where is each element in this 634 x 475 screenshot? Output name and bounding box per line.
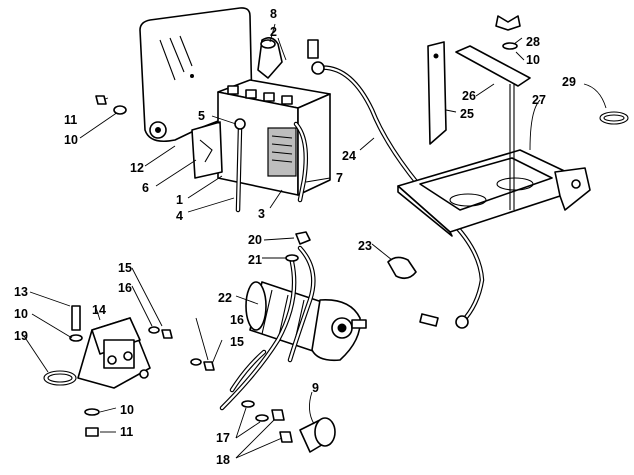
callout-29: 29	[562, 75, 576, 89]
callout-10-tray: 10	[526, 53, 540, 67]
solenoid-nut	[85, 427, 99, 437]
cable-end-terminal	[455, 315, 469, 329]
cable-clip	[387, 256, 417, 280]
callout-23: 23	[358, 239, 372, 253]
washer-mid	[190, 358, 202, 366]
callout-13: 13	[14, 285, 28, 299]
callout-17: 17	[216, 431, 230, 445]
callout-22: 22	[218, 291, 232, 305]
starter-motor	[245, 281, 367, 362]
callout-15-lower: 15	[230, 335, 244, 349]
cable-tie	[599, 111, 629, 125]
callout-11-upper: 11	[64, 113, 77, 127]
washer-10-upper	[113, 105, 127, 115]
callout-20: 20	[248, 233, 262, 247]
callout-2: 2	[270, 25, 277, 39]
terminal-boot	[257, 36, 283, 79]
nut-11-upper	[95, 95, 107, 105]
callout-25: 25	[460, 107, 474, 121]
callout-10-upper: 10	[64, 133, 78, 147]
tray-bracket	[427, 41, 447, 145]
callout-24: 24	[342, 149, 356, 163]
nut-mid	[203, 361, 215, 371]
terminal-bolt-top	[307, 39, 319, 59]
cable-ring-terminal	[311, 61, 325, 75]
hold-down-bar	[455, 45, 531, 87]
callout-18: 18	[216, 453, 230, 467]
callout-21: 21	[248, 253, 262, 267]
callout-9: 9	[312, 381, 319, 395]
callout-26: 26	[462, 89, 476, 103]
callout-10-lower: 10	[120, 403, 134, 417]
battery	[217, 79, 331, 196]
battery-tray	[397, 149, 591, 237]
callout-5: 5	[198, 109, 205, 123]
solenoid-washer-lower	[84, 408, 100, 416]
lock-washer-a	[241, 400, 255, 408]
callout-28: 28	[526, 35, 540, 49]
battery-bracket	[191, 121, 223, 179]
callout-12: 12	[130, 161, 144, 175]
terminal-cap	[299, 417, 336, 453]
terminal-nut-a	[271, 409, 285, 421]
washer-upper	[148, 326, 160, 334]
callout-1: 1	[176, 193, 183, 207]
callout-27: 27	[532, 93, 546, 107]
callout-labels: 8 2 5 11 10 12 6 1 4 3 7 28 10 29 27 26 …	[14, 7, 576, 467]
terminal-bolt	[234, 118, 246, 130]
callout-19: 19	[14, 329, 28, 343]
callout-16-upper: 16	[118, 281, 132, 295]
callout-15-upper: 15	[118, 261, 132, 275]
callout-10-solenoid: 10	[14, 307, 28, 321]
starter-nut	[295, 231, 311, 245]
nut-upper	[161, 329, 173, 339]
leader-lines	[23, 23, 607, 459]
callout-8: 8	[270, 7, 277, 21]
solenoid	[77, 317, 151, 389]
wing-nut	[495, 15, 521, 31]
solenoid-washer	[69, 334, 83, 342]
ground-bolt	[419, 313, 439, 327]
callout-3: 3	[258, 207, 265, 221]
solenoid-bolt	[71, 305, 81, 331]
solenoid-cable-tie	[43, 370, 77, 386]
callout-16-lower: 16	[230, 313, 244, 327]
starter-washer	[285, 254, 299, 262]
callout-7: 7	[336, 171, 343, 185]
washer	[502, 42, 518, 50]
callout-6: 6	[142, 181, 149, 195]
callout-14: 14	[92, 303, 106, 317]
callout-11-lower: 11	[120, 425, 133, 439]
callout-4: 4	[176, 209, 183, 223]
lock-washer-b	[255, 414, 269, 422]
terminal-nut-b	[279, 431, 293, 443]
